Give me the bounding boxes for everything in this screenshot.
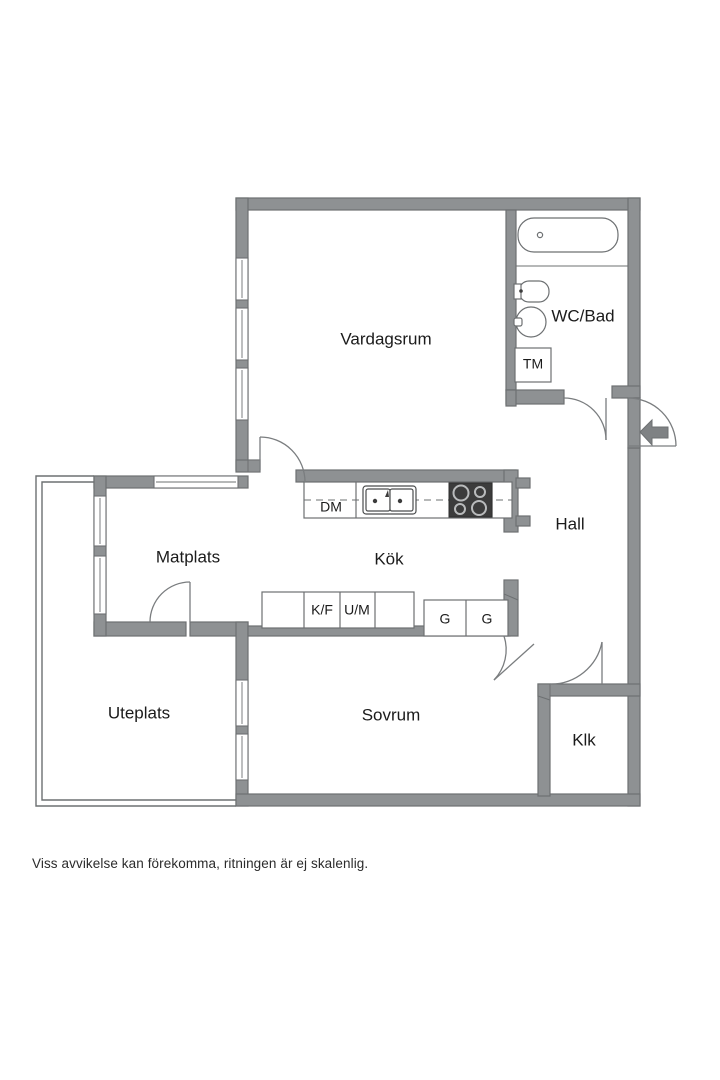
wall-hall-right-accent [627,397,641,449]
sink-drain-left [372,498,378,504]
appliance-labels: TM DM K/F U/M G G [311,356,543,627]
toilet-icon [518,280,550,303]
window-group [93,257,249,781]
door-sovrum-leaf [493,643,535,681]
stovetop-icon [448,482,493,518]
bathtub-drain-icon [536,231,544,239]
room-label-klk: Klk [572,730,596,749]
room-label-sovrum: Sovrum [362,705,421,724]
bathtub-icon [517,217,619,253]
door-klk-arc [549,641,603,685]
wall-bottom-outer [235,793,641,807]
appliance-label-dm: DM [320,499,342,515]
door-sovrum-arc [493,635,507,681]
room-label-uteplats: Uteplats [108,703,170,722]
uteplats-boundary [35,475,236,807]
room-label-vardagsrum: Vardagsrum [340,329,431,348]
door-wc-arc [563,397,607,441]
uteplats-boundary-inner [41,481,236,801]
sink-drain-right [397,498,403,504]
wall-kok-right-tab-bottom [515,515,531,527]
appliance-label-um: U/M [344,602,370,618]
appliance-label-kf: K/F [311,602,333,618]
wall-bath-bottom-right-stub [505,389,517,407]
appliance-label-g2: G [482,611,493,627]
stove-burner-large-tl [452,484,470,502]
appliance-label-tm: TM [523,356,543,372]
cabinet-run-outline [261,591,415,629]
wall-entry-jamb-upper [611,385,641,399]
room-label-matplats: Matplats [156,547,220,566]
wall-kok-top [295,469,517,483]
kitchen-sink-icon [362,485,417,515]
stove-burner-small-bl [454,503,466,515]
toilet-flush-icon [519,289,523,293]
kitchen-lower-run [261,591,509,637]
door-group [149,397,677,685]
room-label-hall: Hall [555,514,584,533]
washbasin-tap-icon [513,317,523,327]
tumble-dryer-box [514,347,552,383]
disclaimer-text: Viss avvikelse kan förekomma, ritningen … [32,856,369,871]
wall-jamb-details [247,459,551,701]
wall-right-upper [627,197,641,399]
wall-matplats-bottom [93,621,187,637]
uteplats-outline [35,475,236,807]
room-label-kok: Kök [374,549,404,568]
sink-basin-left [365,488,391,512]
wall-right-lower [627,447,641,807]
jamb-klk-door [537,683,551,701]
wall-klk-top [537,683,641,697]
wall-klk-left [537,683,551,797]
wall-kok-right-tab-top [515,477,531,489]
jamb-sovrum-upper-right [503,579,519,601]
room-labels: Vardagsrum WC/Bad Hall Kök Matplats Utep… [108,306,615,749]
appliance-label-g1: G [440,611,451,627]
door-entrance-arc [627,397,677,447]
door-vardagsrum-arc [259,436,306,483]
entrance-arrow-icon [639,418,669,447]
room-label-wc-bad: WC/Bad [551,306,614,325]
stove-burner-large-br [471,500,487,516]
jamb-kok-door-left [247,459,261,473]
bathroom-fixtures [513,217,628,383]
wall-top-outer [235,197,641,211]
sink-faucet-icon [385,490,389,497]
stove-burner-small-tr [474,486,486,498]
door-matplats-arc [149,581,191,623]
